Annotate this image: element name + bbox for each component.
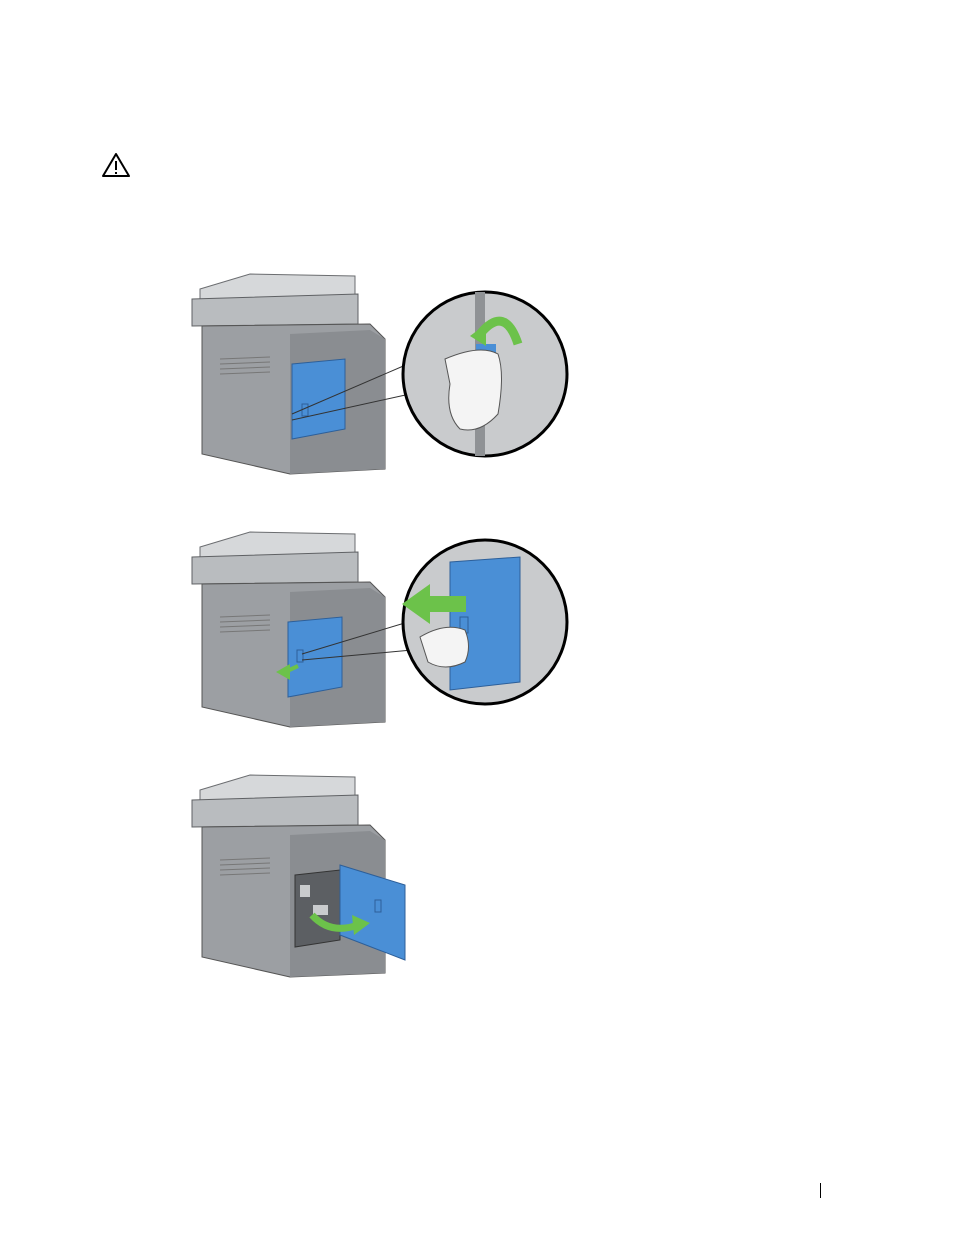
figure-slide-rear-cover [180,522,580,732]
page-number-divider [820,1183,821,1198]
figure-unlock-rear-cover [180,264,580,479]
caution-warning-icon [101,152,131,178]
figure-open-rear-cover [180,765,420,985]
